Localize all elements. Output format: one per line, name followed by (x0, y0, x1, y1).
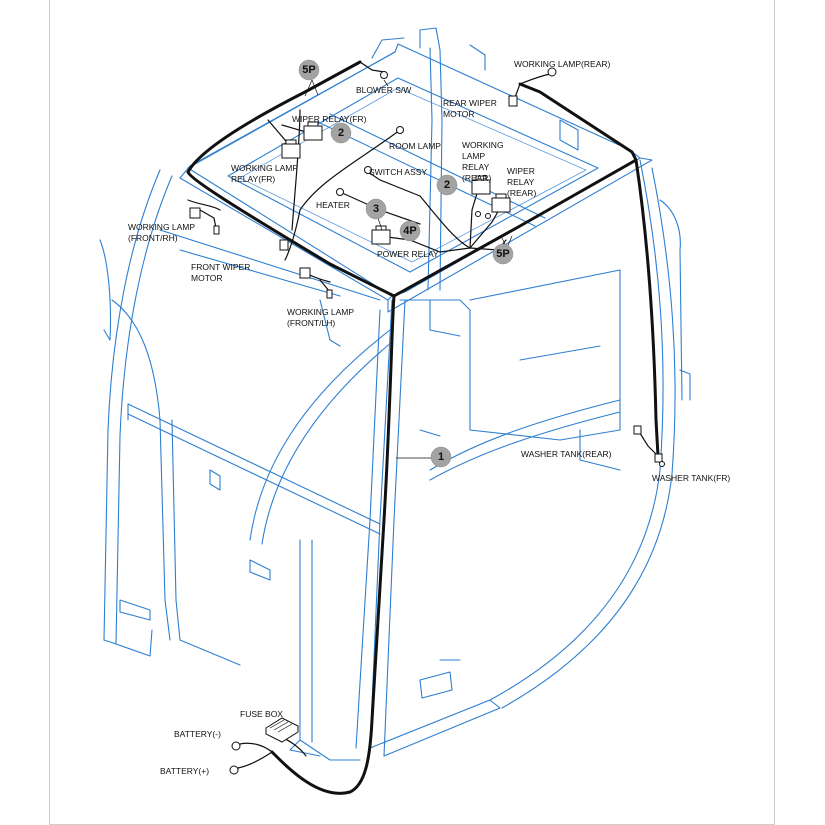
front-wiper-motor-connector-icon (279, 239, 289, 251)
label-working-lamp-relay-rear-1: WORKING (462, 140, 504, 150)
wiper-relay-rear-icon (491, 197, 511, 213)
svg-text:1: 1 (438, 451, 444, 463)
badge-1: 1 (430, 446, 452, 468)
label-heater: HEATER (316, 200, 350, 210)
working-lamp-front-rh-icon (189, 207, 201, 219)
label-washer-tank-fr: WASHER TANK(FR) (652, 473, 730, 483)
washer-tank-fr-icon (654, 453, 663, 463)
label-front-wiper-motor-1: FRONT WIPER (191, 262, 250, 272)
label-working-lamp-relay-rear-3: RELAY (462, 162, 490, 172)
battery-positive-terminal-icon (229, 765, 239, 775)
label-working-lamp-front-rh-1: WORKING LAMP (128, 222, 195, 232)
label-battery-neg: BATTERY(-) (174, 729, 221, 739)
label-working-lamp-front-lh-1: WORKING LAMP (287, 307, 354, 317)
label-blower-sw: BLOWER S/W (356, 85, 411, 95)
label-working-lamp-relay-rear-2: LAMP (462, 151, 485, 161)
badge-2-fr: 2 (330, 122, 352, 144)
svg-text:3: 3 (373, 203, 379, 215)
label-working-lamp-relay-fr-1: WORKING LAMP (231, 163, 298, 173)
label-wiper-relay-rear-2: RELAY (507, 177, 535, 187)
label-working-lamp-relay-rear-4: (REAR) (462, 173, 491, 183)
battery-negative-terminal-icon (231, 741, 241, 751)
component-labels: BLOWER S/W WORKING LAMP(REAR) WIPER RELA… (128, 59, 730, 776)
badge-3: 3 (365, 198, 387, 220)
main-harness (186, 60, 660, 795)
badge-2-rear: 2 (436, 174, 458, 196)
label-working-lamp-relay-fr-2: RELAY(FR) (231, 174, 275, 184)
label-wiper-relay-fr: WIPER RELAY(FR) (292, 114, 367, 124)
badge-4p: 4P (399, 220, 421, 242)
label-rear-wiper-motor-2: MOTOR (443, 109, 474, 119)
power-relay-icon (371, 229, 391, 245)
wiper-relay-fr-icon (303, 125, 323, 141)
cab-frame (99, 27, 691, 761)
heater-icon (336, 188, 344, 196)
label-room-lamp: ROOM LAMP (389, 141, 441, 151)
svg-text:5P: 5P (496, 248, 509, 260)
label-front-wiper-motor-2: MOTOR (191, 273, 222, 283)
badge-5p-rear: 5P (492, 243, 514, 265)
svg-text:4P: 4P (403, 225, 416, 237)
label-working-lamp-rear: WORKING LAMP(REAR) (514, 59, 611, 69)
label-wiper-relay-rear-3: (REAR) (507, 188, 536, 198)
label-power-relay: POWER RELAY (377, 249, 439, 259)
svg-text:2: 2 (338, 127, 344, 139)
label-rear-wiper-motor-1: REAR WIPER (443, 98, 497, 108)
label-working-lamp-front-rh-2: (FRONT/RH) (128, 233, 178, 243)
label-switch-assy: SWITCH ASSY (369, 167, 427, 177)
washer-tank-rear-icon (633, 425, 642, 435)
working-lamp-front-lh-icon (299, 267, 311, 279)
badge-5p-top: 5P (298, 59, 320, 81)
components (189, 67, 665, 775)
svg-text:5P: 5P (302, 64, 315, 76)
label-working-lamp-front-lh-2: (FRONT/LH) (287, 318, 335, 328)
svg-text:2: 2 (444, 179, 450, 191)
label-washer-tank-rear: WASHER TANK(REAR) (521, 449, 612, 459)
label-battery-pos: BATTERY(+) (160, 766, 209, 776)
label-wiper-relay-rear-1: WIPER (507, 166, 535, 176)
working-lamp-relay-fr-icon (281, 143, 301, 159)
fuse-box-icon (264, 717, 300, 743)
working-lamp-rear-icon (547, 67, 557, 77)
room-lamp-icon (396, 126, 404, 134)
label-fuse-box: FUSE BOX (240, 709, 283, 719)
switch-assy-icon (364, 166, 372, 174)
rear-wiper-motor-connector-icon (508, 95, 518, 107)
blower-switch-connector-icon (380, 71, 388, 79)
